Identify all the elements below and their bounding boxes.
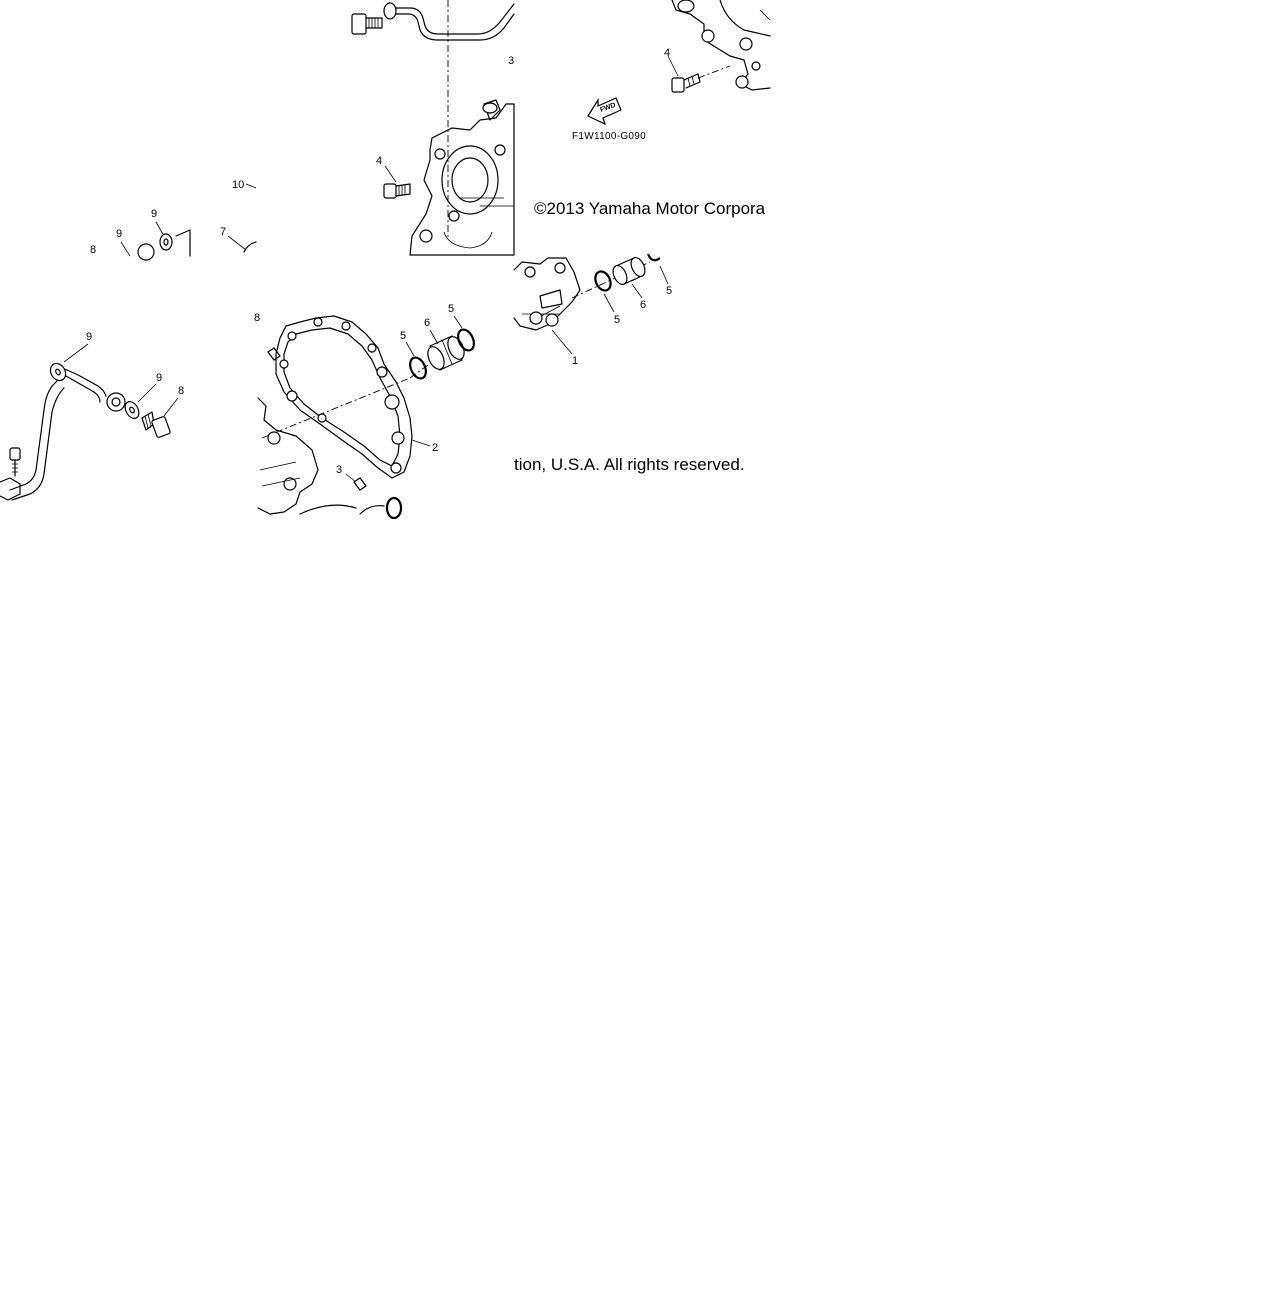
callout-8-a: 8 <box>90 244 96 256</box>
callout-6-right: 6 <box>640 299 646 311</box>
callout-7: 7 <box>220 226 226 238</box>
callout-5-a: 5 <box>400 330 406 342</box>
callout-8-b: 8 <box>178 385 184 397</box>
callout-8-c: 8 <box>254 312 260 324</box>
copyright-text-part1: ©2013 Yamaha Motor Corpora <box>534 199 766 218</box>
callout-9-b: 9 <box>116 228 122 240</box>
callout-3-top: 3 <box>508 55 514 67</box>
o-ring-5-right-b <box>646 253 661 262</box>
copyright-text-part2: tion, U.S.A. All rights reserved. <box>514 455 745 474</box>
oil-pipe-top <box>383 2 515 41</box>
gasket-2 <box>275 315 413 479</box>
o-ring-bottom-partial <box>359 496 403 520</box>
oil-pipe-left <box>0 362 107 501</box>
callout-5-r1: 5 <box>614 314 620 326</box>
pump-body-right <box>513 257 581 331</box>
washer-9-a <box>159 233 173 251</box>
pipe-union-left-mid <box>137 229 257 261</box>
callout-4-mid: 4 <box>376 155 382 167</box>
dowel-pin-bottom <box>353 477 367 491</box>
dowel-pin-top <box>267 347 281 361</box>
o-ring-5-a <box>409 356 427 380</box>
callout-9-d: 9 <box>156 372 162 384</box>
callout-9-a: 9 <box>151 208 157 220</box>
callout-2: 2 <box>432 442 438 454</box>
bolt-4-mid <box>383 183 411 199</box>
callout-4-right: 4 <box>664 47 670 59</box>
o-ring-5-right-a <box>594 270 612 292</box>
union-bolt-8-left <box>141 411 171 438</box>
callout-9-c: 9 <box>86 331 92 343</box>
o-ring-5-b <box>457 328 475 352</box>
fwd-arrow-icon: FWD <box>587 97 622 126</box>
cover-housing-top-right <box>671 0 771 91</box>
callout-10: 10 <box>232 179 244 191</box>
callout-6-a: 6 <box>424 317 430 329</box>
union-bolt-top <box>351 13 383 35</box>
callout-1: 1 <box>572 355 578 367</box>
callout-3-bottom: 3 <box>336 464 342 476</box>
callout-5-r2: 5 <box>666 285 672 297</box>
pump-housing-top <box>409 99 515 256</box>
bolt-4-right <box>671 73 701 93</box>
bolt-8-far-left <box>9 447 21 477</box>
collar-6-right <box>612 256 646 286</box>
crankcase-lower-left <box>257 397 357 515</box>
union-fitting-left <box>106 392 140 419</box>
collar-6 <box>427 335 465 371</box>
callout-5-b: 5 <box>448 303 454 315</box>
figure-code: F1W1100-G090 <box>572 131 646 142</box>
